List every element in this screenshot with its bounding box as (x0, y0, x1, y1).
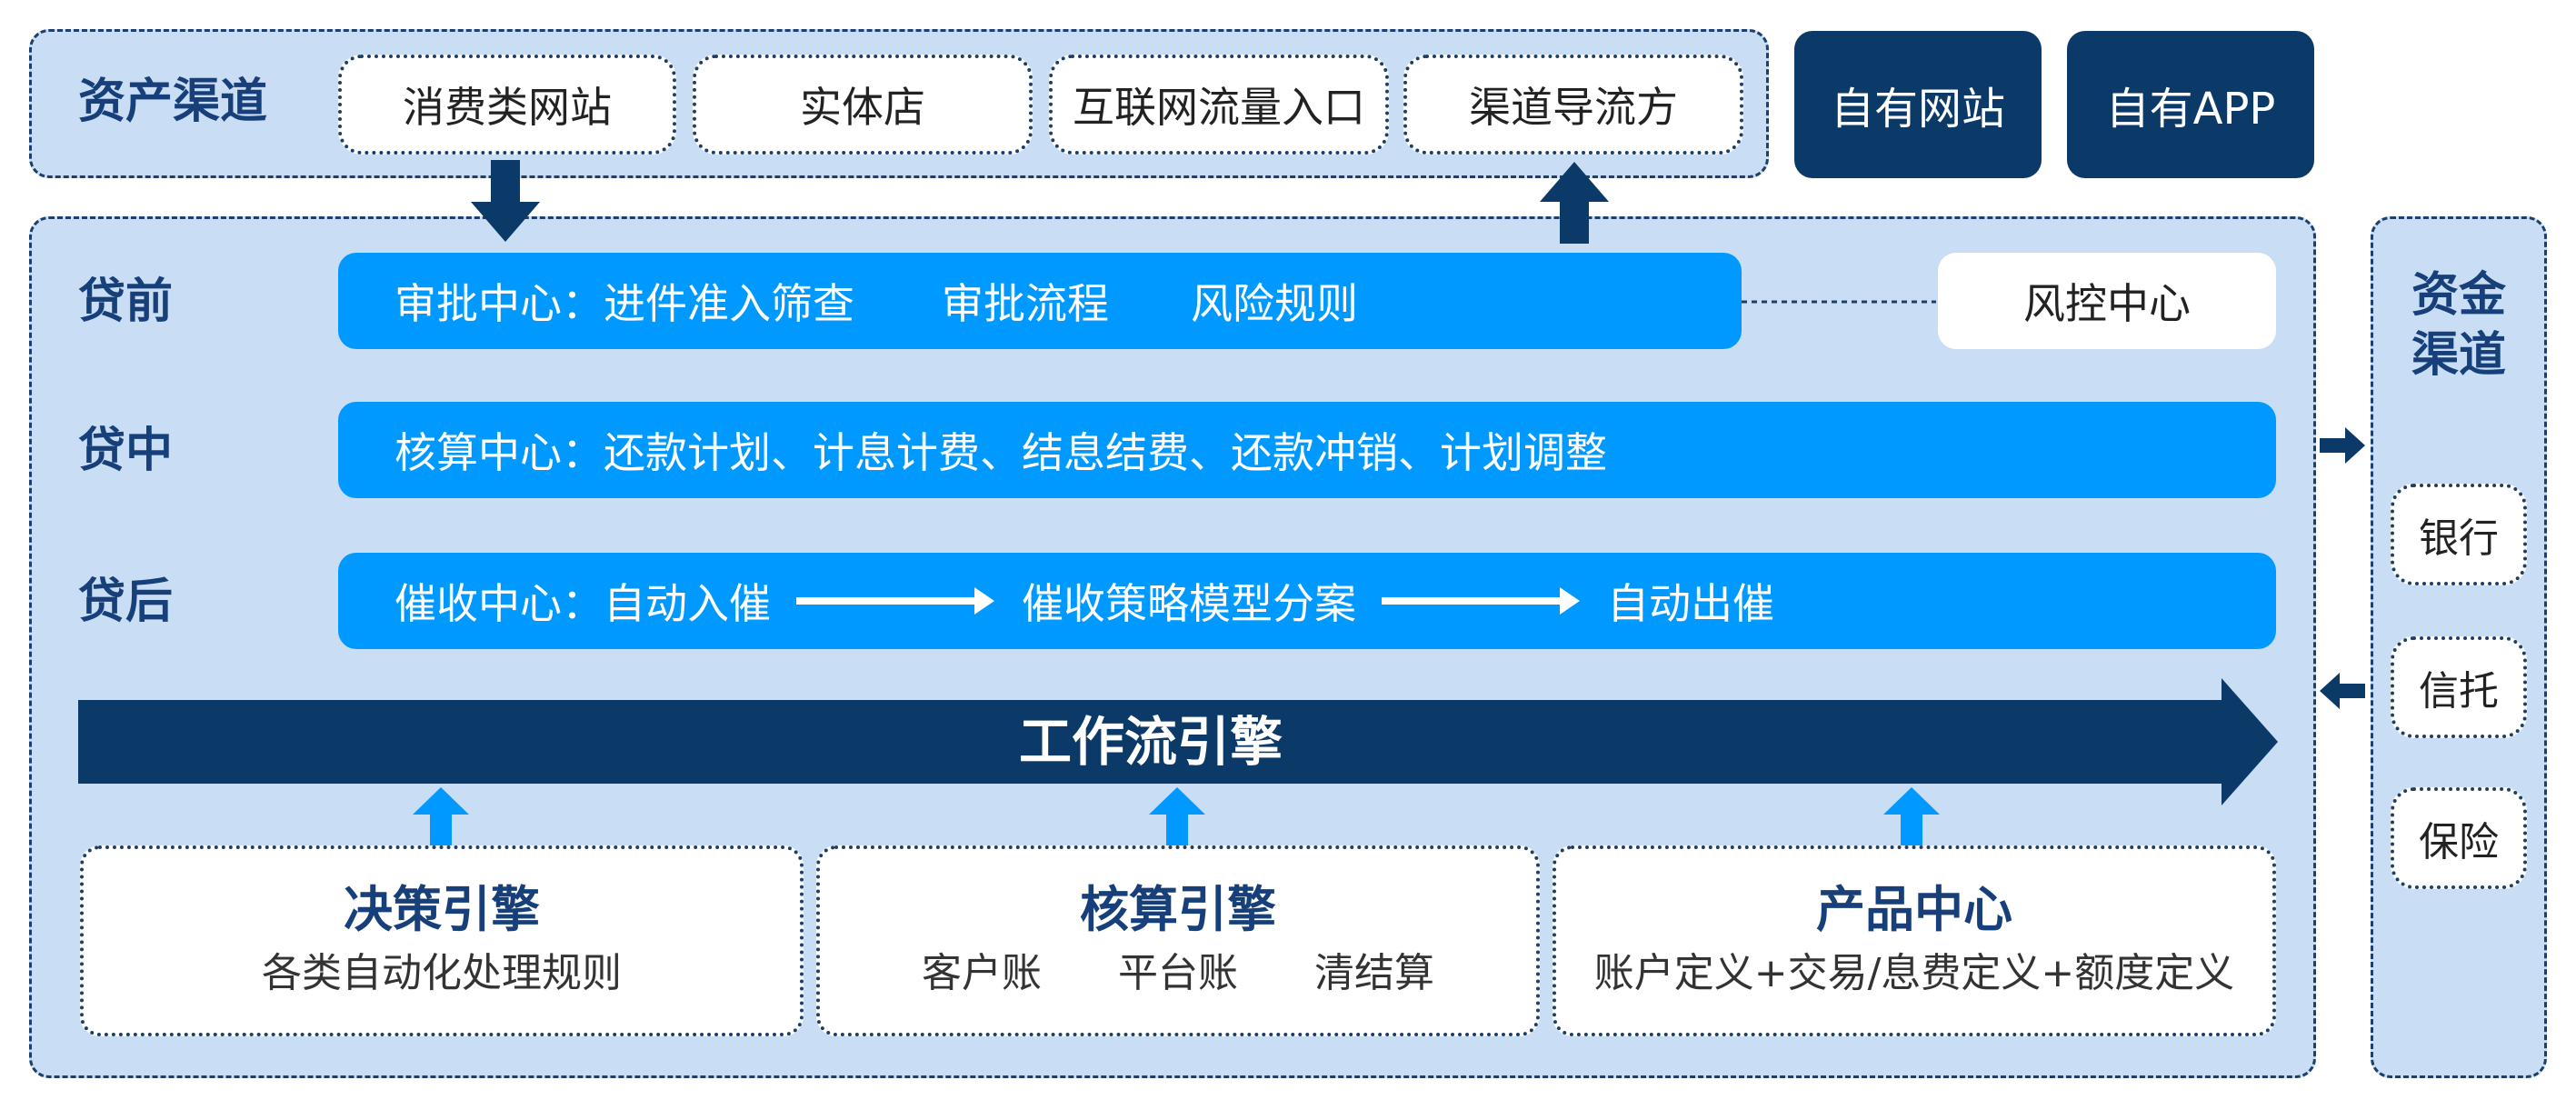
collection-step-auto-entry: 自动入催 (604, 579, 771, 628)
accounting-engine-title: 核算引擎 (1080, 881, 1276, 939)
up-arrow-icon (1149, 787, 1205, 851)
accounting-center-bar: 核算中心：还款计划、计息计费、结息结费、还款冲销、计划调整 (338, 402, 2276, 498)
up-arrow-icon (1540, 162, 1609, 244)
up-arrow-icon (413, 787, 469, 851)
asset-channel-consumer-sites: 消费类网站 (338, 55, 676, 155)
asset-channel-physical-store: 实体店 (693, 55, 1033, 155)
asset-channel-title: 资产渠道 (78, 75, 268, 129)
product-center-subtitle: 账户定义+交易/息费定义+额度定义 (1593, 950, 2235, 997)
approval-center-label: 审批中心： (394, 279, 604, 328)
decision-engine-box: 决策引擎 各类自动化处理规则 (80, 845, 804, 1036)
fund-channel-bank: 银行 (2391, 484, 2527, 585)
accounting-engine-settlement: 清结算 (1314, 950, 1434, 997)
workflow-engine-label: 工作流引擎 (1018, 711, 1283, 773)
accounting-engine-subtitle: 客户账 平台账 清结算 (922, 947, 1434, 999)
right-arrow-icon (796, 587, 994, 615)
approval-item-screening: 进件准入筛查 (604, 279, 854, 328)
dotted-connector (1742, 300, 1936, 304)
accounting-engine-box: 核算引擎 客户账 平台账 清结算 (816, 845, 1540, 1036)
approval-item-risk-rules: 风险规则 (1191, 279, 1358, 328)
accounting-engine-platform-account: 平台账 (1118, 950, 1238, 997)
collection-center-bar: 催收中心： 自动入催 催收策略模型分案 自动出催 (338, 553, 2276, 649)
accounting-engine-customer-account: 客户账 (922, 950, 1042, 997)
fund-channel-title-line1: 资金 (2411, 268, 2506, 323)
fund-channel-title: 资金 渠道 (2371, 265, 2547, 385)
product-center-title: 产品中心 (1816, 881, 2012, 939)
workflow-engine-arrow (78, 678, 2278, 805)
decision-engine-title: 决策引擎 (344, 881, 540, 939)
fund-channel-title-line2: 渠道 (2411, 328, 2506, 383)
collection-step-strategy: 催收策略模型分案 (1022, 579, 1356, 628)
risk-control-center-box: 风控中心 (1938, 253, 2276, 349)
own-website-box: 自有网站 (1794, 31, 2042, 178)
stage-label-pre-loan: 贷前 (78, 275, 174, 329)
asset-channel-internet-traffic: 互联网流量入口 (1049, 55, 1389, 155)
stage-label-mid-loan: 贷中 (78, 424, 174, 478)
own-app-box: 自有APP (2067, 31, 2314, 178)
collection-step-auto-exit: 自动出催 (1607, 579, 1774, 628)
right-arrow-icon (1382, 587, 1580, 615)
decision-engine-subtitle: 各类自动化处理规则 (262, 950, 622, 997)
asset-channel-diversion-party: 渠道导流方 (1403, 55, 1743, 155)
fund-channel-trust: 信托 (2391, 636, 2527, 738)
product-center-box: 产品中心 账户定义+交易/息费定义+额度定义 (1553, 845, 2276, 1036)
right-arrow-icon (2320, 427, 2365, 464)
up-arrow-icon (1883, 787, 1940, 851)
left-arrow-icon (2320, 673, 2365, 709)
fund-channel-insurance: 保险 (2391, 787, 2527, 889)
stage-label-post-loan: 贷后 (78, 575, 174, 629)
approval-item-process: 审批流程 (942, 279, 1109, 328)
down-arrow-icon (471, 160, 540, 242)
accounting-center-text: 核算中心：还款计划、计息计费、结息结费、还款冲销、计划调整 (394, 428, 1607, 477)
approval-center-bar: 审批中心： 进件准入筛查 审批流程 风险规则 (338, 253, 1742, 349)
collection-center-label: 催收中心： (394, 579, 604, 628)
